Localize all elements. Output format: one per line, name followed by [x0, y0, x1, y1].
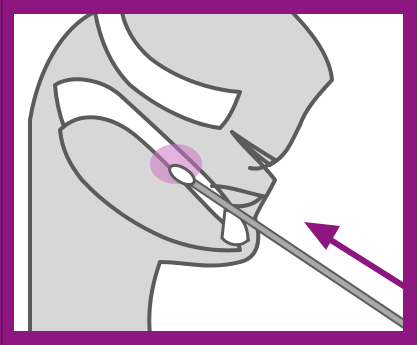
swab-diagram-svg — [0, 0, 417, 345]
illustration-frame — [0, 0, 417, 345]
